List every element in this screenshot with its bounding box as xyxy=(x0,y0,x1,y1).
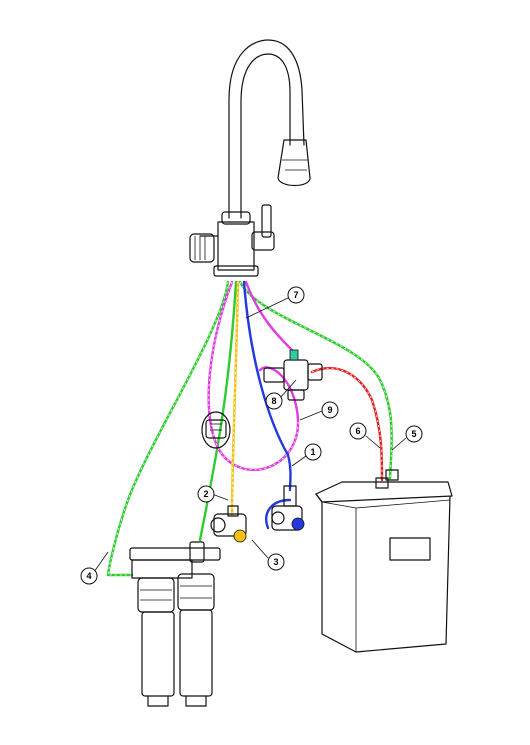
callout-7-circle xyxy=(287,286,305,304)
tee-connector-icon xyxy=(263,349,323,401)
angle-valve-icon-2 xyxy=(271,485,305,531)
hose-blue-2 xyxy=(265,498,292,530)
callout-3: 3 xyxy=(273,557,278,567)
callout-8: 8 xyxy=(271,396,276,406)
callout-1-circle xyxy=(304,443,322,461)
hose-green-filter xyxy=(198,280,238,542)
angle-valve-icon xyxy=(210,505,247,543)
callout-4: 4 xyxy=(86,571,91,581)
callout-1: 1 xyxy=(310,447,315,457)
hose-red xyxy=(310,366,384,482)
hose-magenta xyxy=(207,280,300,472)
callout-8-circle xyxy=(265,392,283,410)
callout-9: 9 xyxy=(327,405,332,415)
callout-5-circle xyxy=(405,425,423,443)
hose-magenta-2 xyxy=(244,280,296,354)
callouts: 7 8 9 6 5 1 2 3 4 xyxy=(80,286,423,585)
hose-blue xyxy=(242,280,292,492)
inline-valve-icon xyxy=(201,411,231,449)
callout-2: 2 xyxy=(203,489,208,499)
callout-3-circle xyxy=(267,553,285,571)
callout-6: 6 xyxy=(355,426,360,436)
callout-9-circle xyxy=(321,401,339,419)
hose-green xyxy=(106,280,230,577)
callout-5: 5 xyxy=(411,429,416,439)
hoses xyxy=(106,280,393,577)
tap-icon xyxy=(189,39,311,277)
filter-cartridge-icon xyxy=(129,541,221,707)
callout-7: 7 xyxy=(293,290,298,300)
callout-4-circle xyxy=(80,567,98,585)
callout-2-circle xyxy=(197,485,215,503)
callout-6-circle xyxy=(349,422,367,440)
boiler-tank-icon xyxy=(315,469,453,653)
